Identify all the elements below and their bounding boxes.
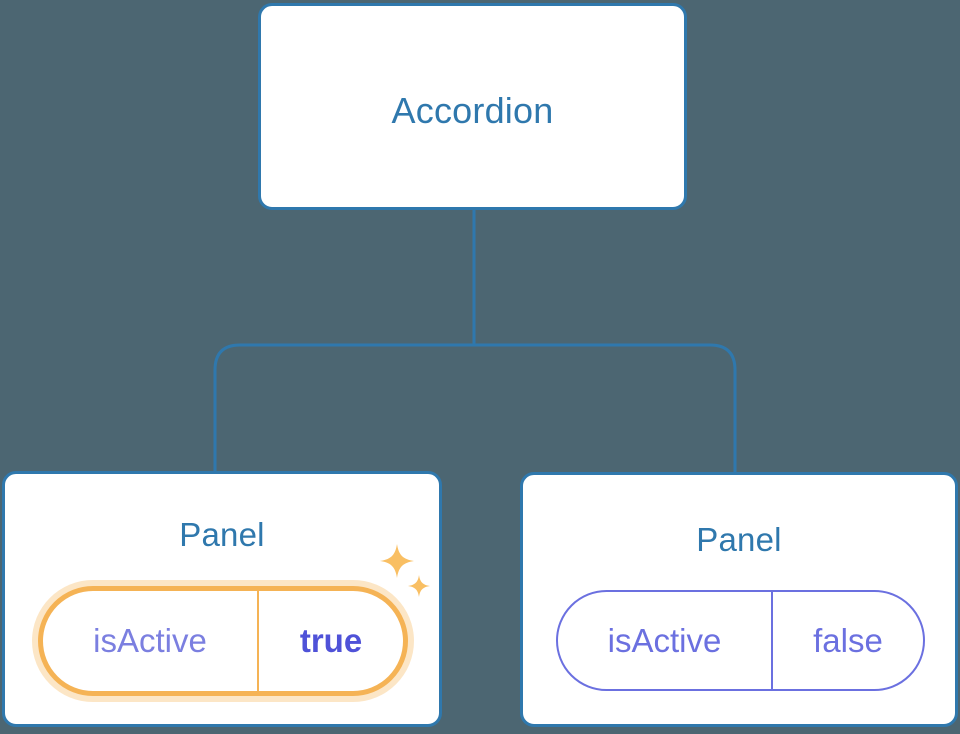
prop-key-label: isActive bbox=[607, 621, 722, 659]
prop-pill-isactive-false[interactable]: isActive false bbox=[556, 590, 925, 691]
node-panel-inactive-label: Panel bbox=[696, 521, 782, 558]
prop-value-label: false bbox=[771, 592, 923, 689]
connector-branch-left bbox=[213, 343, 474, 471]
prop-pill-isactive-true[interactable]: isActive true bbox=[38, 586, 408, 696]
node-accordion-label: Accordion bbox=[391, 90, 554, 131]
node-accordion[interactable]: Accordion bbox=[258, 3, 687, 210]
node-panel-active-label: Panel bbox=[179, 516, 265, 553]
prop-key-label: isActive bbox=[93, 622, 207, 659]
connector-branch-right bbox=[474, 343, 737, 472]
prop-value-label: true bbox=[257, 591, 403, 691]
